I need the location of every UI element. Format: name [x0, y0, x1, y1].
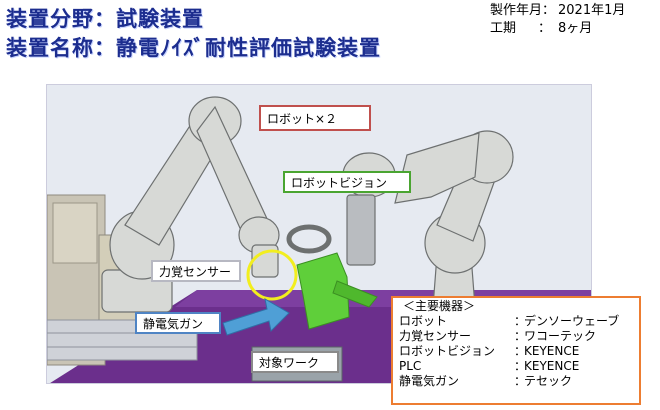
main-equipment-panel: ＜主要機器＞ ロボット：デンソーウェーブ 力覚センサー：ワコーテック ロボットビ…	[391, 296, 641, 405]
equipment-name: PLC	[399, 359, 422, 373]
esd-gun-callout: 静電気ガン	[135, 312, 221, 334]
production-date-label: 製作年月：	[490, 3, 556, 18]
vision-ring	[286, 224, 332, 254]
equipment-maker: KEYENCE	[524, 359, 580, 373]
equipment-row: PLC：KEYENCE	[399, 359, 580, 373]
production-date: 製作年月：2021年1月	[490, 2, 625, 19]
construction-period-label: 工期：	[490, 21, 552, 36]
equipment-maker: ワコーテック	[524, 329, 597, 343]
equipment-maker: KEYENCE	[524, 344, 580, 358]
equipment-row: 静電気ガン：テセック	[399, 374, 573, 388]
equipment-name: ロボット	[399, 314, 448, 328]
workpiece-callout: 対象ワーク	[251, 351, 339, 373]
force-sensor-callout: 力覚センサー	[151, 260, 241, 282]
equipment-maker: デンソーウェーブ	[524, 314, 620, 328]
device-name-title: 装置名称：静電ﾉｲｽﾞ耐性評価試験装置	[6, 36, 381, 60]
force-sensor-ring	[246, 249, 298, 301]
equipment-row: 力覚センサー：ワコーテック	[399, 329, 597, 343]
equipment-row: ロボット：デンソーウェーブ	[399, 314, 620, 328]
equipment-heading: ＜主要機器＞	[403, 299, 476, 313]
equipment-maker: テセック	[524, 374, 573, 388]
esd-gun-arrow	[222, 298, 290, 336]
production-date-value: 2021年1月	[558, 3, 626, 18]
field-title: 装置分野：試験装置	[6, 7, 204, 31]
equipment-name: 力覚センサー	[399, 329, 472, 343]
construction-period-value: 8ヶ月	[558, 21, 593, 36]
equipment-row: ロボットビジョン：KEYENCE	[399, 344, 580, 358]
equipment-name: ロボットビジョン	[399, 344, 496, 358]
robot-callout: ロボット×２	[259, 105, 371, 131]
construction-period: 工期： 8ヶ月	[490, 20, 592, 37]
vision-callout: ロボットビジョン	[283, 171, 411, 193]
gun-block	[296, 252, 350, 330]
equipment-name: 静電気ガン	[399, 374, 460, 388]
